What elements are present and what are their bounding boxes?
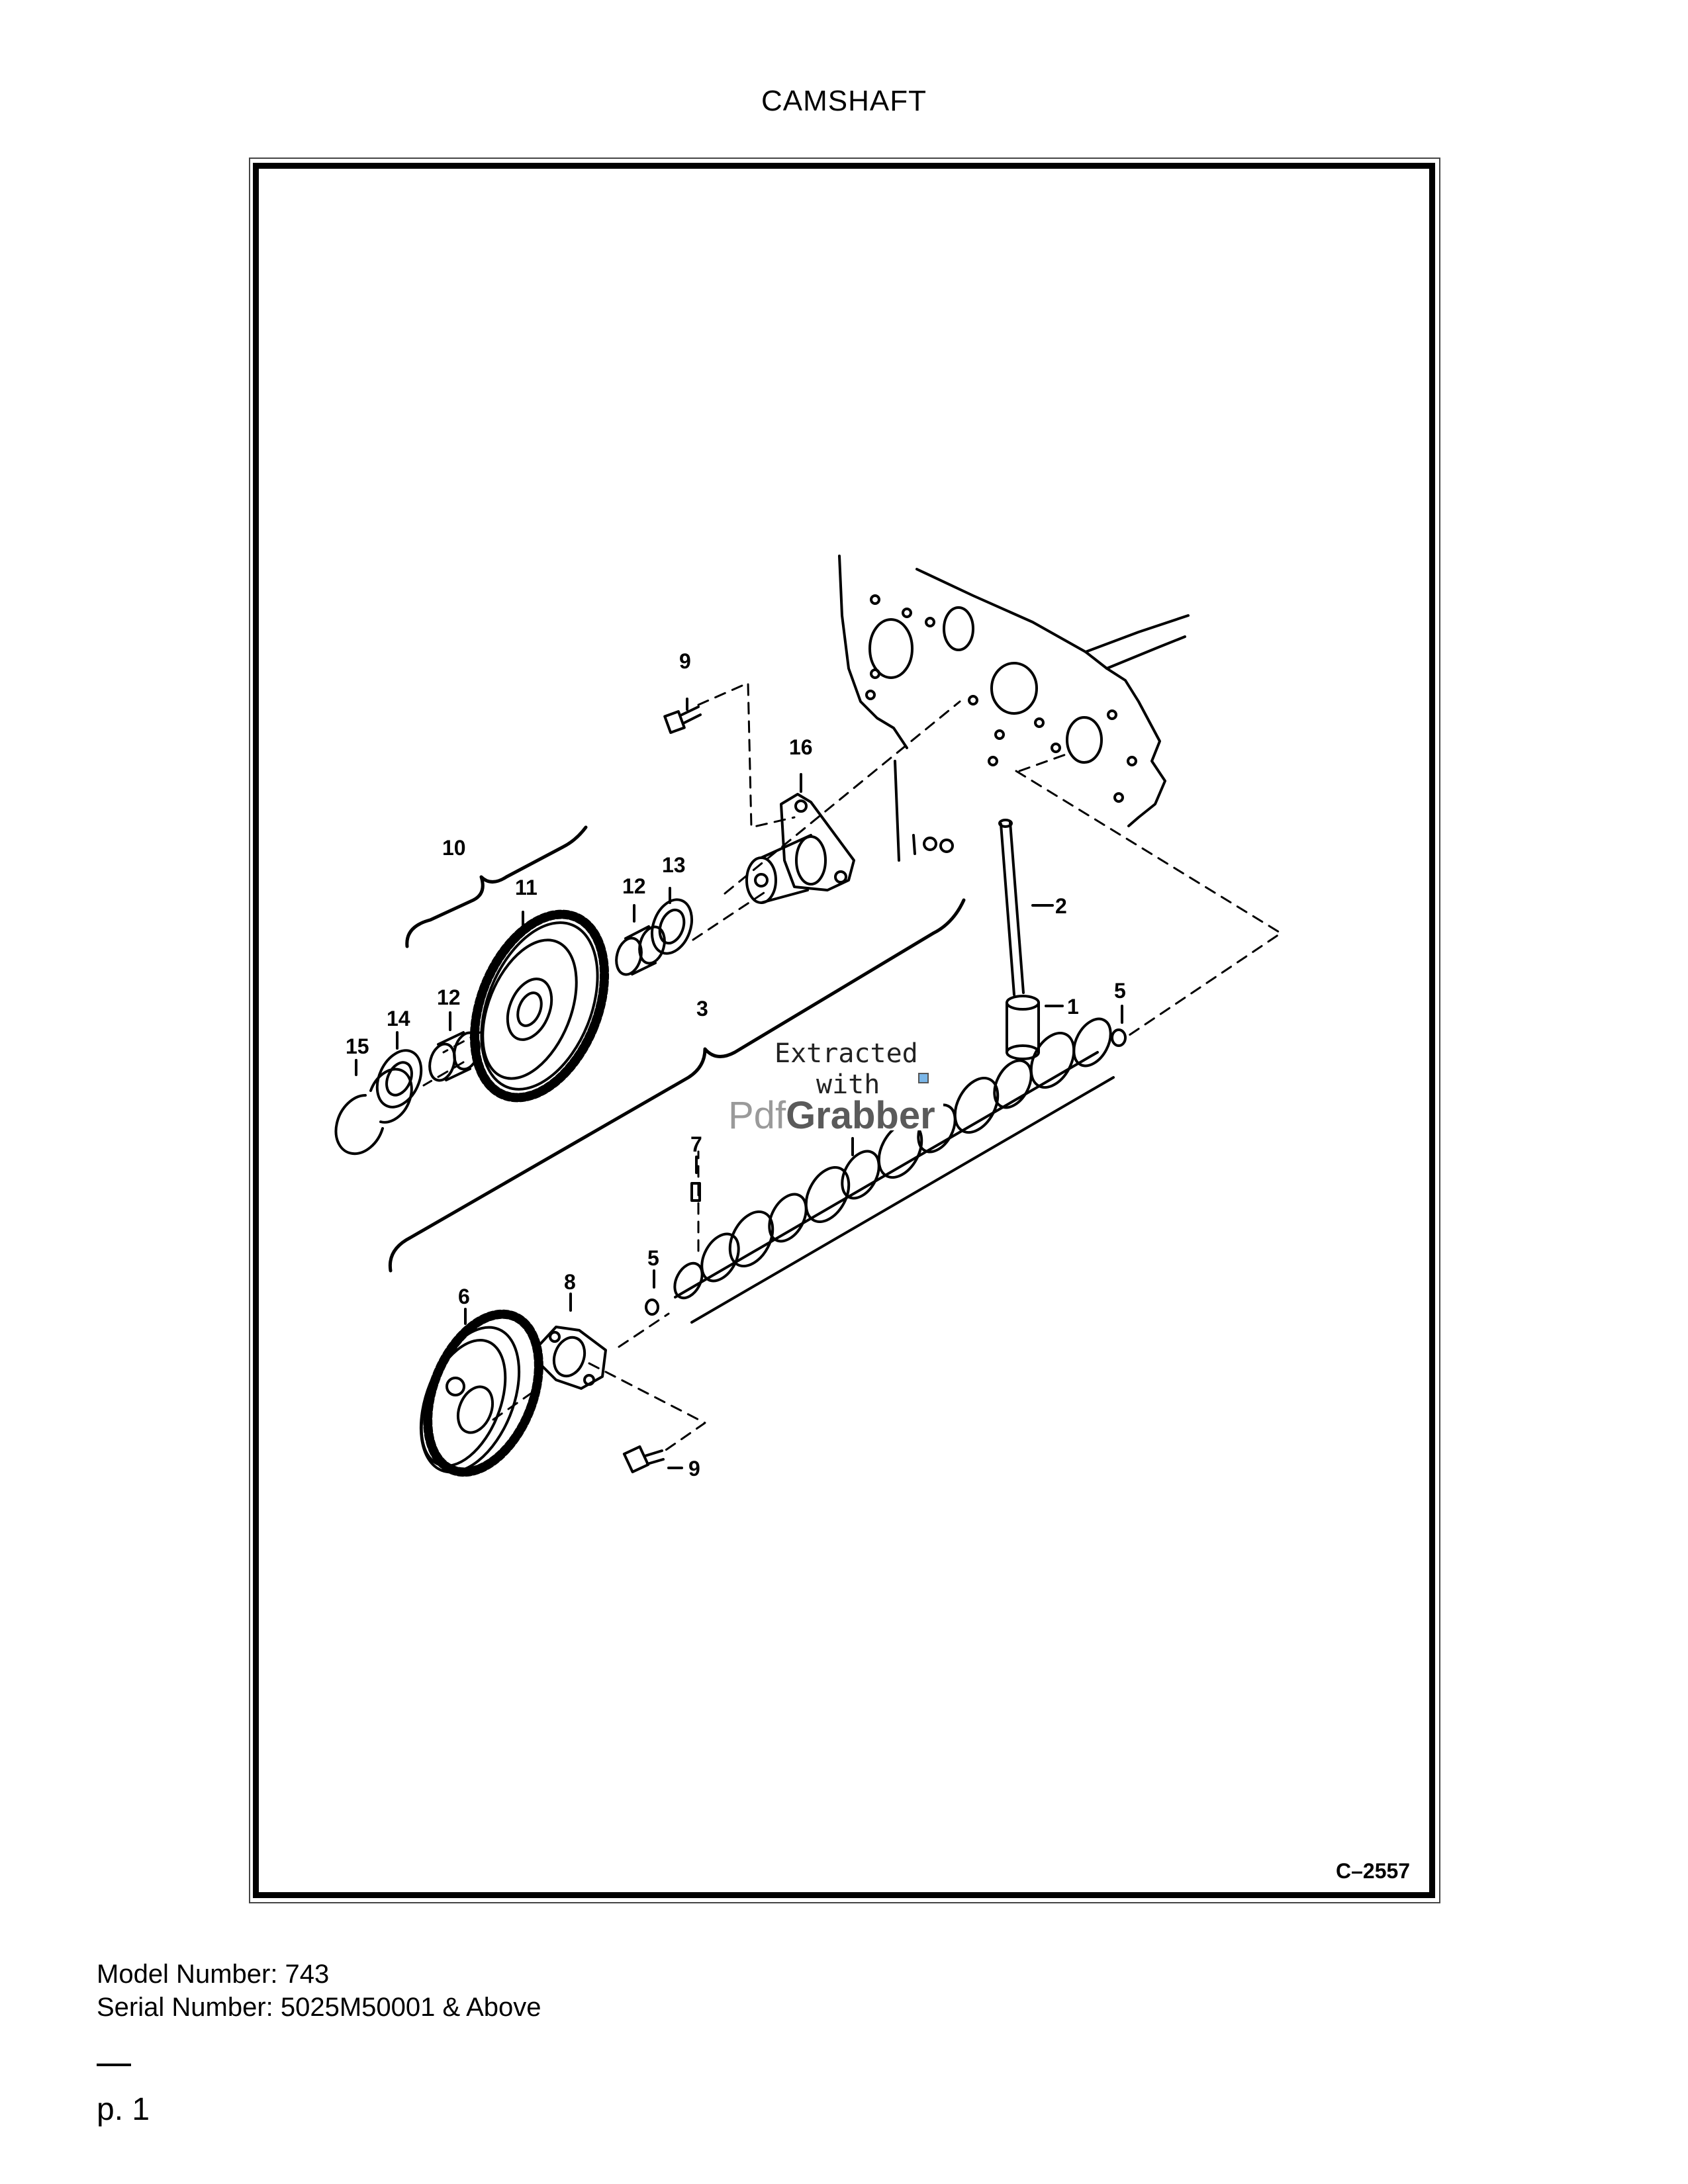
callout-3: 3 (696, 997, 708, 1021)
plug-5-upper (1111, 1005, 1127, 1047)
thrust-plate-8 (538, 1293, 607, 1390)
callout-13: 13 (662, 853, 686, 877)
page-title: CAMSHAFT (761, 85, 927, 117)
callout-16: 16 (789, 735, 813, 759)
push-rod-2 (998, 819, 1054, 996)
callout-12-upper: 12 (622, 874, 646, 898)
watermark-line1: Extracted (774, 1038, 918, 1069)
callout-10: 10 (442, 836, 466, 860)
callout-15: 15 (346, 1034, 369, 1058)
model-info: Model Number: 743 Serial Number: 5025M50… (97, 1958, 541, 2024)
watermark-line2: with (816, 1069, 880, 1100)
tappet-1 (1006, 995, 1064, 1060)
bushing-12-upper (615, 904, 666, 976)
model-number: Model Number: 743 (97, 1960, 330, 1989)
callout-6: 6 (458, 1285, 470, 1308)
callout-11: 11 (515, 876, 538, 899)
watermark: Extracted with PdfGrabber (725, 1038, 943, 1137)
serial-number: Serial Number: 5025M50001 & Above (97, 1993, 541, 2022)
gear-11 (469, 909, 610, 1103)
bearing-housing-16 (745, 773, 855, 904)
page-number: p. 1 (97, 2092, 150, 2127)
callout-2: 2 (1055, 894, 1067, 918)
callout-5-lower: 5 (647, 1246, 659, 1270)
callout-1: 1 (1067, 995, 1079, 1019)
figure-code: C–2557 (1336, 1859, 1410, 1883)
callout-7: 7 (690, 1132, 702, 1156)
callout-9-lower: 9 (688, 1457, 700, 1480)
callout-14: 14 (387, 1007, 410, 1030)
figure-frame-outer (249, 158, 1440, 1903)
watermark-logo-icon (918, 1073, 929, 1083)
watermark-brand: PdfGrabber (728, 1094, 935, 1137)
callout-8: 8 (564, 1270, 576, 1294)
bolt-9-lower (622, 1445, 683, 1474)
bushing-12-lower (428, 1011, 481, 1082)
figure-frame (253, 163, 1435, 1898)
engine-block-plate (838, 555, 1190, 862)
callout-labels: 9 16 10 11 12 13 2 12 3 5 1 14 15 7 5 8 … (346, 649, 1410, 1883)
callout-9-upper: 9 (679, 649, 691, 673)
callout-5-upper: 5 (1114, 979, 1126, 1003)
key-7 (690, 1156, 701, 1202)
callout-12-lower: 12 (437, 985, 461, 1009)
plug-5-lower (645, 1269, 659, 1316)
gear-6 (419, 1308, 543, 1477)
page-divider (97, 2064, 131, 2066)
snap-ring-15 (334, 1059, 413, 1156)
washer-13 (651, 887, 693, 955)
bolt-9-upper (663, 698, 702, 734)
washer-14 (375, 1031, 423, 1109)
